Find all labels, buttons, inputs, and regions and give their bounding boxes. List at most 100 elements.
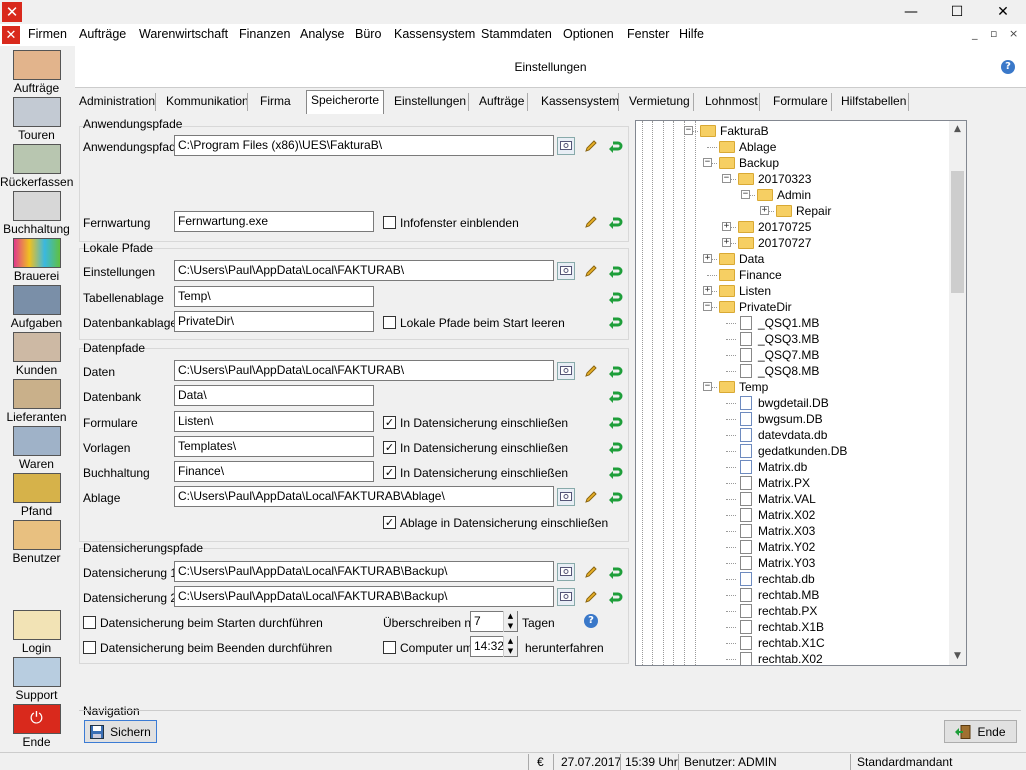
- sidebar-item-pfand[interactable]: Pfand: [0, 473, 73, 518]
- sidebar-item-waren[interactable]: Waren: [0, 426, 73, 471]
- tree-node[interactable]: rechtab.MB: [636, 587, 946, 603]
- edit-pencil-icon[interactable]: [582, 137, 600, 155]
- datenbank-input[interactable]: Data\: [174, 385, 374, 406]
- mdi-minimize-button[interactable]: _: [972, 27, 978, 40]
- reset-arrow-icon[interactable]: [606, 262, 624, 280]
- ablage-sicherung-checkbox[interactable]: ✓: [383, 516, 396, 529]
- lokale-pfade-leeren-checkbox[interactable]: [383, 316, 396, 329]
- tree-node[interactable]: Ablage: [636, 139, 946, 155]
- anwendungspfad-input[interactable]: C:\Program Files (x86)\UES\FakturaB\: [174, 135, 554, 156]
- sidebar-item-buchhaltung[interactable]: Buchhaltung: [0, 191, 73, 236]
- tree-collapse-icon[interactable]: −: [703, 157, 712, 167]
- tree-collapse-icon[interactable]: −: [703, 301, 712, 311]
- tree-collapse-icon[interactable]: −: [722, 173, 731, 183]
- reset-arrow-icon[interactable]: [606, 438, 624, 456]
- tab-kassensystem[interactable]: Kassensystem: [541, 94, 620, 108]
- browse-folder-icon[interactable]: [557, 362, 575, 380]
- tree-collapse-icon[interactable]: −: [684, 125, 693, 135]
- tree-node[interactable]: −Temp: [636, 379, 946, 395]
- sicherung-ende-checkbox[interactable]: [83, 641, 96, 654]
- tree-node[interactable]: bwgsum.DB: [636, 411, 946, 427]
- sidebar-item-support[interactable]: Support: [0, 657, 73, 702]
- reset-arrow-icon[interactable]: [606, 387, 624, 405]
- reset-arrow-icon[interactable]: [606, 463, 624, 481]
- sidebar-item-lieferanten[interactable]: Lieferanten: [0, 379, 73, 424]
- edit-pencil-icon[interactable]: [582, 563, 600, 581]
- tree-collapse-icon[interactable]: −: [703, 381, 712, 391]
- buchhaltung-sicherung-checkbox[interactable]: ✓: [383, 466, 396, 479]
- menu-optionen[interactable]: Optionen: [563, 27, 614, 41]
- reset-arrow-icon[interactable]: [606, 588, 624, 606]
- ablage-input[interactable]: C:\Users\Paul\AppData\Local\FAKTURAB\Abl…: [174, 486, 554, 507]
- sidebar-item-brauerei[interactable]: Brauerei: [0, 238, 73, 283]
- reset-arrow-icon[interactable]: [606, 488, 624, 506]
- minimize-button[interactable]: —: [904, 4, 918, 20]
- edit-pencil-icon[interactable]: [582, 262, 600, 280]
- tree-expand-icon[interactable]: +: [703, 253, 712, 263]
- tab-hilfstabellen[interactable]: Hilfstabellen: [841, 94, 907, 108]
- tree-node[interactable]: +20170727: [636, 235, 946, 251]
- tab-firma[interactable]: Firma: [260, 94, 291, 108]
- sidebar-item-rueckerfassen[interactable]: Rückerfassen: [0, 144, 73, 189]
- end-button[interactable]: Ende: [944, 720, 1017, 743]
- mdi-restore-button[interactable]: ▫: [990, 27, 998, 40]
- computer-shutdown-checkbox[interactable]: [383, 641, 396, 654]
- tree-node[interactable]: rechtab.X02: [636, 651, 946, 665]
- browse-folder-icon[interactable]: [557, 563, 575, 581]
- formulare-input[interactable]: Listen\: [174, 411, 374, 432]
- sidebar-item-auftraege[interactable]: Aufträge: [0, 50, 73, 95]
- menu-auftraege[interactable]: Aufträge: [79, 27, 127, 41]
- tree-node[interactable]: rechtab.X1C: [636, 635, 946, 651]
- menu-buero[interactable]: Büro: [355, 27, 382, 41]
- tree-node[interactable]: bwgdetail.DB: [636, 395, 946, 411]
- tree-node[interactable]: −Backup: [636, 155, 946, 171]
- info-help-icon[interactable]: ?: [584, 614, 598, 628]
- tree-node[interactable]: Matrix.X03: [636, 523, 946, 539]
- tree-node[interactable]: Matrix.PX: [636, 475, 946, 491]
- tree-node[interactable]: Matrix.Y03: [636, 555, 946, 571]
- tab-einstellungen[interactable]: Einstellungen: [394, 94, 467, 108]
- tree-node[interactable]: rechtab.PX: [636, 603, 946, 619]
- tab-vermietung[interactable]: Vermietung: [629, 94, 690, 108]
- tab-administration[interactable]: Administration: [79, 94, 156, 108]
- menu-finanzen[interactable]: Finanzen: [239, 27, 291, 41]
- maximize-button[interactable]: ☐: [950, 4, 964, 20]
- tree-node[interactable]: Matrix.X02: [636, 507, 946, 523]
- tab-lohnmost[interactable]: Lohnmost: [705, 94, 758, 108]
- tree-node[interactable]: −PrivateDir: [636, 299, 946, 315]
- tree-expand-icon[interactable]: +: [722, 221, 731, 231]
- menu-hilfe[interactable]: Hilfe: [679, 27, 705, 41]
- tree-node[interactable]: +20170725: [636, 219, 946, 235]
- tree-node[interactable]: −Admin: [636, 187, 946, 203]
- tab-formulare[interactable]: Formulare: [773, 94, 828, 108]
- tree-node[interactable]: _QSQ8.MB: [636, 363, 946, 379]
- shutdown-time-spinner[interactable]: ▲▼: [503, 636, 517, 657]
- browse-folder-icon[interactable]: [557, 488, 575, 506]
- einstellungen-input[interactable]: C:\Users\Paul\AppData\Local\FAKTURAB\: [174, 260, 554, 281]
- reset-arrow-icon[interactable]: [606, 213, 624, 231]
- scroll-thumb[interactable]: [951, 171, 964, 293]
- tabellenablage-input[interactable]: Temp\: [174, 286, 374, 307]
- reset-arrow-icon[interactable]: [606, 413, 624, 431]
- edit-pencil-icon[interactable]: [582, 488, 600, 506]
- close-button[interactable]: ✕: [997, 4, 1009, 20]
- datenbankablage-input[interactable]: PrivateDir\: [174, 311, 374, 332]
- tree-node[interactable]: Matrix.VAL: [636, 491, 946, 507]
- tree-expand-icon[interactable]: +: [760, 205, 769, 215]
- tree-node[interactable]: Matrix.Y02: [636, 539, 946, 555]
- tree-node[interactable]: +Listen: [636, 283, 946, 299]
- sidebar-item-touren[interactable]: Touren: [0, 97, 73, 142]
- reset-arrow-icon[interactable]: [606, 362, 624, 380]
- fernwartung-input[interactable]: Fernwartung.exe: [174, 211, 374, 232]
- browse-folder-icon[interactable]: [557, 588, 575, 606]
- datensicherung2-input[interactable]: C:\Users\Paul\AppData\Local\FAKTURAB\Bac…: [174, 586, 554, 607]
- tree-node[interactable]: rechtab.X1B: [636, 619, 946, 635]
- reset-arrow-icon[interactable]: [606, 563, 624, 581]
- edit-pencil-icon[interactable]: [582, 362, 600, 380]
- browse-folder-icon[interactable]: [557, 262, 575, 280]
- tab-kommunikation[interactable]: Kommunikation: [166, 94, 249, 108]
- reset-arrow-icon[interactable]: [606, 288, 624, 306]
- tree-node[interactable]: +Repair: [636, 203, 946, 219]
- menu-analyse[interactable]: Analyse: [300, 27, 345, 41]
